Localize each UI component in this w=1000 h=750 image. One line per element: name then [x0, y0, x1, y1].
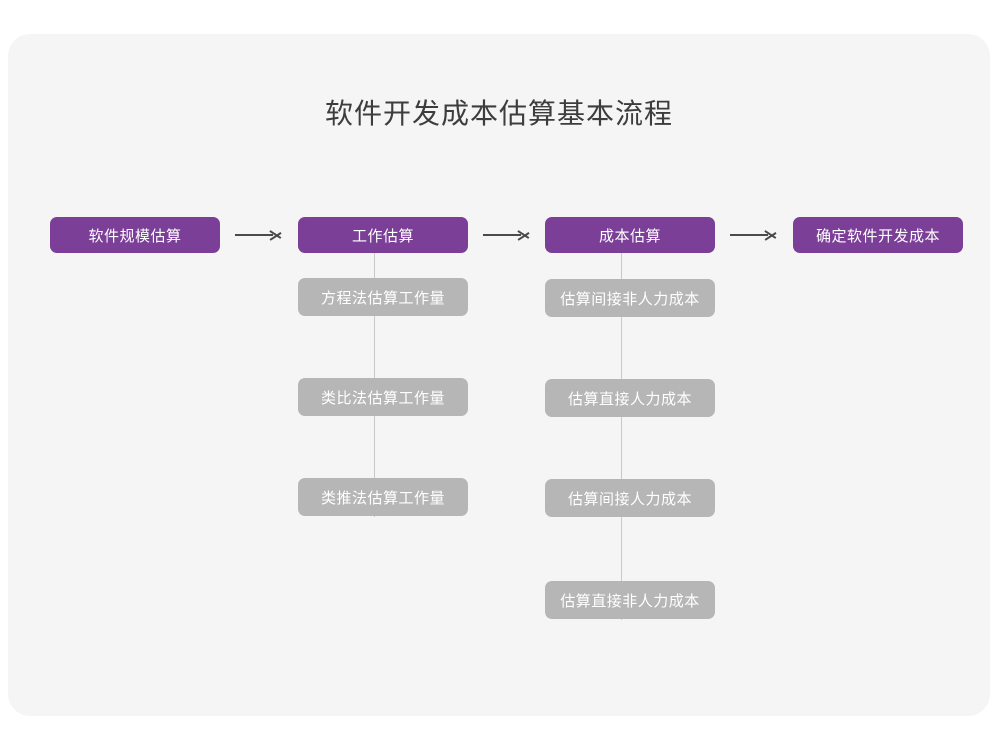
- arrow-head: [270, 227, 281, 243]
- branch-node-analogy-method-workload[interactable]: 类比法估算工作量: [298, 378, 468, 416]
- branch-node-indirect-labor-cost[interactable]: 估算间接人力成本: [545, 479, 715, 517]
- branch-node-label: 类推法估算工作量: [320, 489, 445, 507]
- connector-line-branch-cost-estimation: [621, 253, 622, 620]
- arrow-shaft: [483, 234, 521, 236]
- branch-node-label: 估算间接非人力成本: [560, 290, 700, 308]
- branch-node-equation-method-workload[interactable]: 方程法估算工作量: [298, 278, 468, 316]
- branch-node-label: 估算直接非人力成本: [560, 592, 700, 610]
- branch-node-label: 方程法估算工作量: [320, 289, 445, 307]
- branch-node-indirect-nonlabor-cost[interactable]: 估算间接非人力成本: [545, 279, 715, 317]
- arrow-head: [518, 227, 529, 243]
- flow-node-cost-estimation[interactable]: 成本估算: [545, 217, 715, 253]
- flow-node-work-estimation[interactable]: 工作估算: [298, 217, 468, 253]
- arrow-right-icon-3: [730, 224, 776, 246]
- branch-node-direct-labor-cost[interactable]: 估算直接人力成本: [545, 379, 715, 417]
- arrow-right-icon-2: [483, 224, 529, 246]
- flow-node-label: 成本估算: [598, 227, 661, 245]
- arrow-head: [765, 227, 776, 243]
- page-title: 软件开发成本估算基本流程: [324, 98, 673, 129]
- flow-node-determine-development-cost[interactable]: 确定软件开发成本: [793, 217, 963, 253]
- flow-node-label: 工作估算: [351, 227, 414, 245]
- flow-node-label: 软件规模估算: [88, 227, 182, 245]
- branch-node-label: 估算直接人力成本: [567, 390, 692, 408]
- branch-node-label: 类比法估算工作量: [320, 389, 445, 407]
- flow-node-software-scale-estimation[interactable]: 软件规模估算: [50, 217, 220, 253]
- branch-node-label: 估算间接人力成本: [567, 490, 692, 508]
- arrow-right-icon-1: [235, 224, 281, 246]
- branch-node-inference-method-workload[interactable]: 类推法估算工作量: [298, 478, 468, 516]
- arrow-shaft: [235, 234, 273, 236]
- flow-node-label: 确定软件开发成本: [815, 227, 940, 245]
- branch-node-direct-nonlabor-cost[interactable]: 估算直接非人力成本: [545, 581, 715, 619]
- diagram-card: 软件开发成本估算基本流程 软件规模估算 工作估算 成本估算 确定软件开发成本 方…: [8, 34, 990, 716]
- arrow-shaft: [730, 234, 768, 236]
